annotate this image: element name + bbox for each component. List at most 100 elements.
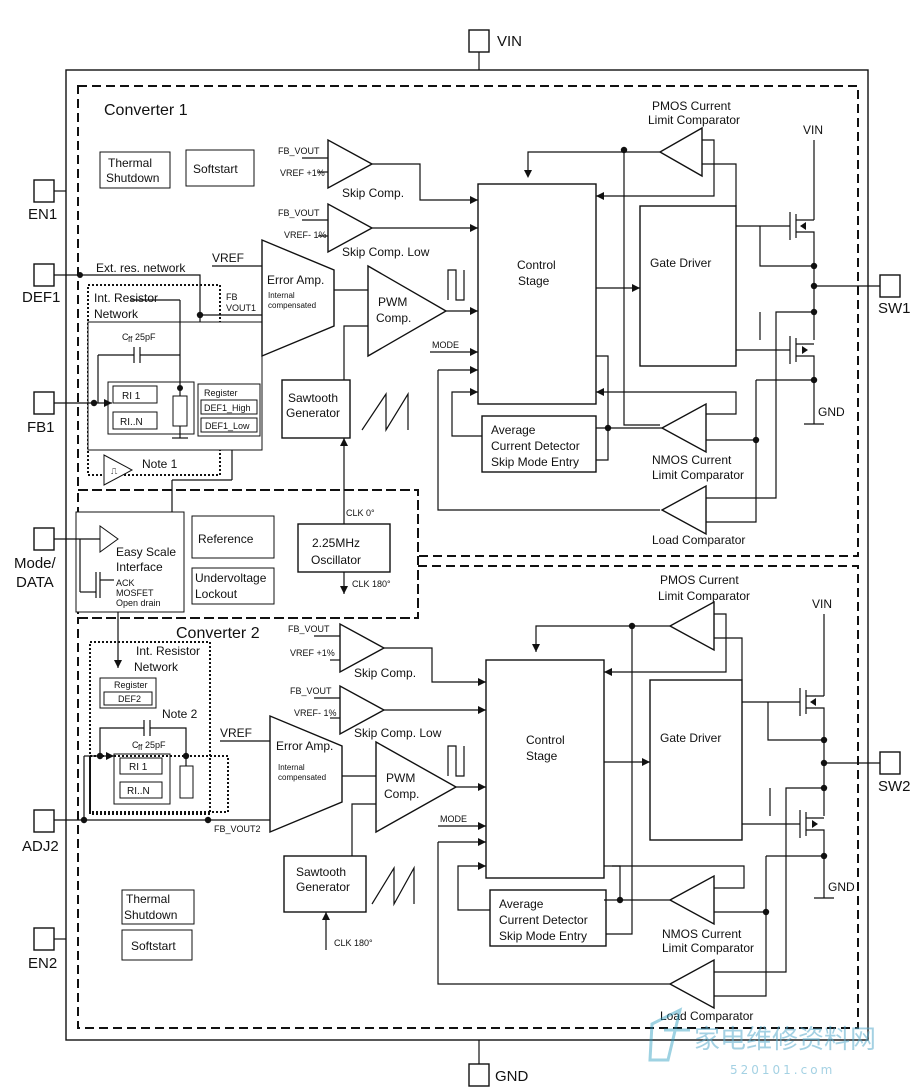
ri1-label-1: RI 1: [122, 391, 141, 402]
sawtooth-generator-1: [281, 379, 351, 439]
vin-pin: [468, 29, 490, 53]
gate-driver-1-label: Gate Driver: [650, 256, 711, 270]
register-2-label: Register: [114, 680, 148, 690]
nmos-comp-1-label: NMOS Current: [652, 453, 732, 467]
mode-1-label: MODE: [432, 340, 459, 350]
def2-label: DEF2: [118, 694, 141, 704]
rin-resistor-2: [119, 781, 163, 799]
note1-label: Note 1: [142, 457, 178, 471]
def2-box: [103, 691, 153, 706]
ext-res-network-label: Ext. res. network: [96, 261, 186, 275]
sw1-pin: [879, 274, 901, 298]
skip-comp-2-label: Skip Comp.: [354, 666, 416, 680]
load-comp-1-label: Load Comparator: [652, 533, 745, 547]
gnd-pin: [468, 1063, 490, 1087]
error-amp-1-label: Error Amp.: [267, 273, 324, 287]
fb1-pin: [33, 391, 55, 415]
control-stage-1-label: Control: [517, 258, 556, 272]
sawtooth-1-label: Sawtooth: [288, 391, 338, 405]
mode-data-pin-label-2: DATA: [16, 574, 54, 591]
pwm-comp-1-label: PWM: [378, 295, 407, 309]
pmos-comp-2-label: PMOS Current: [660, 573, 739, 587]
oscillator-label-2: Oscillator: [311, 553, 361, 567]
def1-low-label: DEF1_Low: [205, 421, 250, 431]
def1-low-box: [200, 417, 258, 433]
cff-val-2: 25pF: [145, 740, 166, 750]
cff-val-1: 25pF: [135, 332, 156, 342]
error-amp-1-internal: Internal: [268, 291, 295, 300]
skip-comp-1-label: Skip Comp.: [342, 186, 404, 200]
softstart-2: [121, 929, 193, 961]
control-stage-1-label-2: Stage: [518, 274, 550, 288]
rin-resistor-1: [112, 411, 158, 430]
en2-pin: [33, 927, 55, 951]
def1-pin: [33, 263, 55, 287]
oscillator-block: [297, 523, 391, 573]
sawtooth-2-label-2: Generator: [296, 880, 350, 894]
skip-comp-1-vref: VREF +1%: [280, 168, 325, 178]
skip-comp-2-vref: VREF +1%: [290, 648, 335, 658]
sawtooth-1-waveform: [361, 391, 409, 433]
pwm-comp-1: [367, 264, 448, 358]
sawtooth-1-label-2: Generator: [286, 406, 340, 420]
thermal-shutdown-1-label: Thermal: [108, 156, 152, 170]
ri1-resistor-1: [112, 385, 158, 404]
def1-high-label: DEF1_High: [204, 403, 251, 413]
easy-scale-interface: [75, 511, 185, 613]
load-comp-2: [668, 958, 715, 1010]
avg-2-label: Average: [499, 897, 544, 911]
rin-label-1: RI..N: [120, 417, 143, 428]
avg-1-label-3: Skip Mode Entry: [491, 455, 579, 469]
avg-1-label-2: Current Detector: [491, 439, 580, 453]
skip-comp-2: [339, 622, 386, 674]
int-resistor-label-2: Network: [94, 307, 139, 321]
thermal-shutdown-2-label: Thermal: [126, 892, 170, 906]
skip-comp-1: [327, 138, 374, 190]
clk0-label: CLK 0°: [346, 508, 375, 518]
avg-2-label-3: Skip Mode Entry: [499, 929, 587, 943]
en1-pin: [33, 179, 55, 203]
control-stage-2: [485, 659, 605, 879]
pmos-comp-2: [668, 600, 715, 652]
sawtooth-2-label: Sawtooth: [296, 865, 346, 879]
vin-1-label: VIN: [803, 123, 823, 137]
control-stage-2-label-2: Stage: [526, 749, 558, 763]
int-resistor-2-label-2: Network: [134, 660, 179, 674]
ack-label: ACK: [116, 578, 135, 588]
fb-vout2-label: FB_VOUT2: [214, 824, 261, 834]
ri1-resistor-2: [119, 757, 163, 775]
nmos-comp-1: [660, 402, 707, 454]
def1-high-box: [200, 399, 258, 415]
easy-scale-label: Easy Scale: [116, 545, 176, 559]
pwm-comp-2: [375, 740, 458, 834]
vin-2-label: VIN: [812, 597, 832, 611]
adj2-pin-label: ADJ2: [22, 838, 59, 855]
softstart-1-label: Softstart: [193, 162, 238, 176]
gate-driver-1: [639, 205, 737, 367]
int-resistor-2-label: Int. Resistor: [136, 644, 200, 658]
pwm-comp-1-label-2: Comp.: [376, 311, 411, 325]
reference-label: Reference: [198, 532, 254, 546]
adj2-pin: [33, 809, 55, 833]
uvlo-label: Undervoltage: [195, 571, 267, 585]
skip-comp-2-fb: FB_VOUT: [288, 624, 330, 634]
skip-comp-low-2-vref: VREF- 1%: [294, 708, 337, 718]
watermark-logo: [648, 1007, 690, 1062]
converter1-title: Converter 1: [104, 102, 188, 119]
uvlo-block: [191, 567, 275, 605]
note1-buffer-icon: [103, 454, 134, 486]
clk180-label: CLK 180°: [352, 579, 391, 589]
sawtooth-2-waveform: [371, 865, 415, 907]
ri1-label-2: RI 1: [129, 762, 148, 773]
error-amp-2: [269, 714, 343, 834]
thermal-shutdown-1: [99, 151, 171, 189]
easy-scale-label-2: Interface: [116, 560, 163, 574]
skip-comp-low-1-fb: FB_VOUT: [278, 208, 320, 218]
watermark-text: 家电维修资料网: [694, 1025, 876, 1055]
avg-2-label-2: Current Detector: [499, 913, 588, 927]
gnd-pin-label: GND: [495, 1068, 529, 1085]
pmos-comp-1: [658, 126, 703, 178]
pwm-comp-2-label: PWM: [386, 771, 415, 785]
vref-2-label: VREF: [220, 726, 252, 740]
